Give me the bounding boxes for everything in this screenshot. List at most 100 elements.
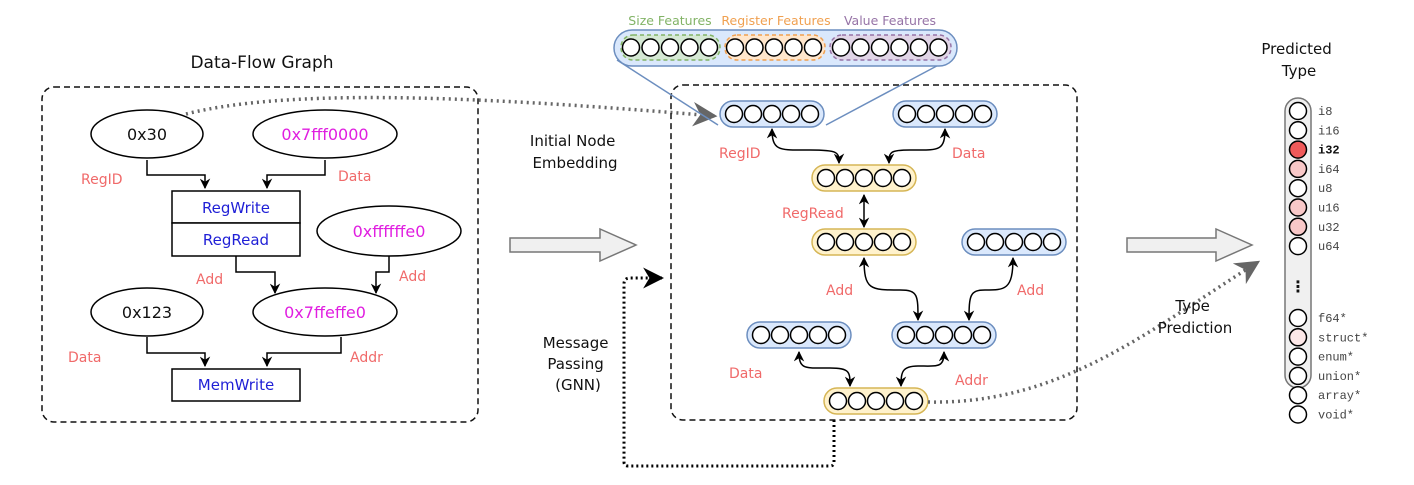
type-label: f64* [1318,312,1347,326]
type-probability-circle [1288,328,1308,347]
embedding-neuron [789,325,809,345]
gnn-label-data: Data [952,146,985,162]
feature-neuron [909,38,929,57]
feature-neuron [699,38,719,57]
type-probability-circle [1288,198,1308,217]
gnn-edge-addr [895,350,950,388]
gnn-label-add-2: Add [1017,283,1044,299]
type-probability-circle [1288,159,1308,179]
embedding-neuron [1023,232,1043,252]
embedding-neuron [827,325,847,345]
predicted-type-item: array* [1288,385,1361,405]
embedding-neuron [762,104,782,124]
gnn-label-data-2: Data [729,366,762,382]
dfg-node-0x123-label: 0x123 [122,303,172,322]
feature-neuron [803,38,823,57]
type-label: union* [1318,370,1361,384]
dfg-node-0xffffffe0-label: 0xffffffe0 [353,222,426,241]
dfg-label-regid: RegID [81,172,123,188]
feature-neuron [745,38,764,57]
gnn-node-0x123 [746,321,852,349]
type-probability-circle [1288,217,1308,237]
embedding-link-arrow [185,95,718,127]
feature-neuron [890,38,909,57]
embedding-neuron [854,232,874,252]
type-prediction-link-arrow [927,260,1261,404]
type-label: struct* [1318,331,1368,345]
predicted-type-title: Predicted Type [1261,40,1336,80]
type-label: i32 [1318,144,1340,158]
dfg-edge-regid [146,160,211,190]
embedding-neuron [828,391,848,411]
feature-vector [613,29,958,67]
dfg-node-memwrite-label: MemWrite [198,376,274,394]
type-label: array* [1318,389,1361,403]
dfg-node-regwrite-label: RegWrite [202,199,270,217]
type-probability-circle [1288,405,1308,424]
embedding-neuron [1042,232,1062,252]
gnn-container [670,84,1078,421]
gnn-edge-add-1 [858,256,924,322]
embedding-neuron [892,232,912,252]
embedding-neuron [800,104,820,124]
predicted-type-item: union* [1288,366,1361,386]
embedding-neuron [808,325,828,345]
gnn-node-0xffffffe0 [961,228,1067,256]
embedding-neuron [885,391,905,411]
feature-neuron [725,38,745,57]
gnn-label-addr: Addr [955,373,988,389]
predicted-type-item: u8 [1288,178,1332,198]
embedding-neuron [873,232,893,252]
gnn-label-regread: RegRead [782,206,844,222]
block-arrow-1 [509,227,638,263]
block-arrow-2 [1126,227,1254,263]
type-probability-circle [1288,308,1308,328]
embedding-neuron [972,325,992,345]
embedding-neuron [973,104,993,124]
type-prediction-label: Type Prediction [1158,297,1233,337]
embedding-neuron [966,232,986,252]
embedding-neuron [935,104,955,124]
dfg-label-data: Data [338,169,371,185]
type-probability-circle [1288,347,1308,366]
dfg-node-0x30-label: 0x30 [127,125,167,144]
dfg-label-add-1: Add [196,272,223,288]
feature-neuron [764,38,784,57]
embedding-neuron [915,325,935,345]
predicted-type-item: u64 [1288,236,1340,256]
type-probability-circle [1288,385,1308,405]
embedding-neuron [724,104,744,124]
prediction-ellipsis: ⋮ [1290,277,1306,296]
embedding-neuron [1004,232,1024,252]
embedding-neuron [751,325,771,345]
embedding-neuron [904,391,924,411]
gnn-edge-data [883,127,951,165]
feature-neuron [784,38,803,57]
gnn-label-add-1: Add [826,283,853,299]
type-probability-circle [1288,366,1308,386]
gnn-edge-regid [766,127,845,165]
dfg-edge-data [261,160,326,190]
message-passing-label: Message Passing (GNN) [543,334,614,394]
type-label: enum* [1318,351,1354,365]
predicted-type-item: f64* [1288,308,1347,328]
predicted-type-item: i32 [1288,140,1340,159]
embedding-neuron [934,325,954,345]
gnn-edge-data-2 [793,350,856,388]
feature-neuron [851,38,870,57]
predicted-type-item: i64 [1288,159,1340,179]
gnn-node-regread [811,228,917,256]
dfg-edge-addr [261,337,342,368]
feature-neuron [870,38,890,57]
gnn-edges [766,127,1019,388]
type-probability-circle [1288,140,1308,159]
embedding-neuron [770,325,790,345]
dfg-node-0x7fff0000: 0x7fff0000 [252,109,398,159]
gnn-edge-add-2 [963,256,1019,322]
embedding-neuron [896,325,916,345]
feature-neuron [929,38,948,57]
embedding-neuron [873,168,893,188]
dfg-edge-add-2 [370,256,390,295]
gnn-node-0x7ffeffe0 [891,321,997,349]
dfg-node-0x7fff0000-label: 0x7fff0000 [281,125,368,144]
